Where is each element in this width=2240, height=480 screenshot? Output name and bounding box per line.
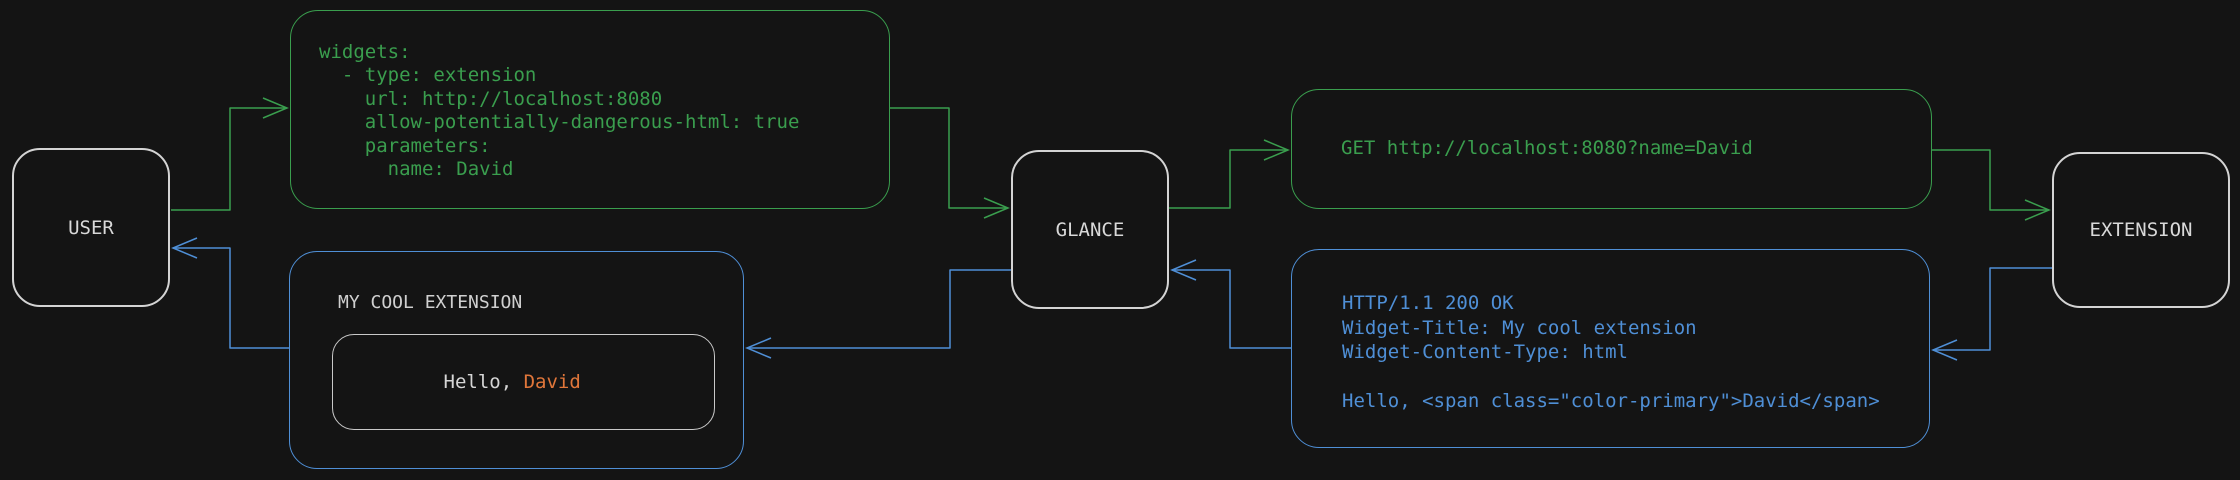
yaml-line: - type: extension [319,64,537,87]
yaml-line: widgets: [319,41,411,63]
yaml-line: url: http://localhost:8080 [319,87,663,110]
arrow-request-to-extension [1932,149,2051,221]
widget-title: MY COOL EXTENSION [338,292,523,313]
yaml-line: name: David [319,157,514,180]
extension-node: EXTENSION [2052,152,2230,308]
yaml-config-box: widgets: - type: extension url: http://l… [290,10,890,209]
http-request-box: GET http://localhost:8080?name=David [1291,89,1932,209]
response-line: Widget-Title: My cool extension [1342,316,1697,339]
yaml-line: allow-potentially-dangerous-html: true [319,111,800,134]
user-node-label: USER [68,216,114,239]
yaml-config-code: widgets: - type: extension url: http://l… [319,41,799,181]
greeting-name: David [523,371,581,393]
arrow-user-to-config [171,97,289,211]
greeting-prefix: Hello, [443,371,524,393]
arrow-glance-to-request [1169,139,1290,209]
response-line: HTTP/1.1 200 OK [1342,292,1514,314]
arrow-response-to-glance [1170,259,1291,349]
http-response-box: HTTP/1.1 200 OK Widget-Title: My cool ex… [1291,249,1930,448]
arrow-extension-to-response [1931,267,2052,361]
widget-greeting: Hello, David [333,349,581,415]
response-line [1342,365,1880,390]
arrow-config-to-glance [890,107,1010,219]
response-line: Hello, <span class="color-primary">David… [1342,390,1880,412]
glance-node: GLANCE [1011,150,1169,309]
widget-preview-box: MY COOL EXTENSION Hello, David [289,251,744,469]
extension-node-label: EXTENSION [2089,219,2193,241]
http-response-code: HTTP/1.1 200 OK Widget-Title: My cool ex… [1342,291,1880,414]
arrow-glance-to-widget [745,269,1011,359]
arrow-widget-to-user [171,237,289,349]
glance-node-label: GLANCE [1055,218,1125,241]
yaml-line: parameters: [319,134,491,157]
user-node: USER [12,148,170,307]
http-request-line: GET http://localhost:8080?name=David [1341,137,1753,160]
response-line: Widget-Content-Type: html [1342,341,1628,363]
widget-greeting-card: Hello, David [332,334,715,430]
